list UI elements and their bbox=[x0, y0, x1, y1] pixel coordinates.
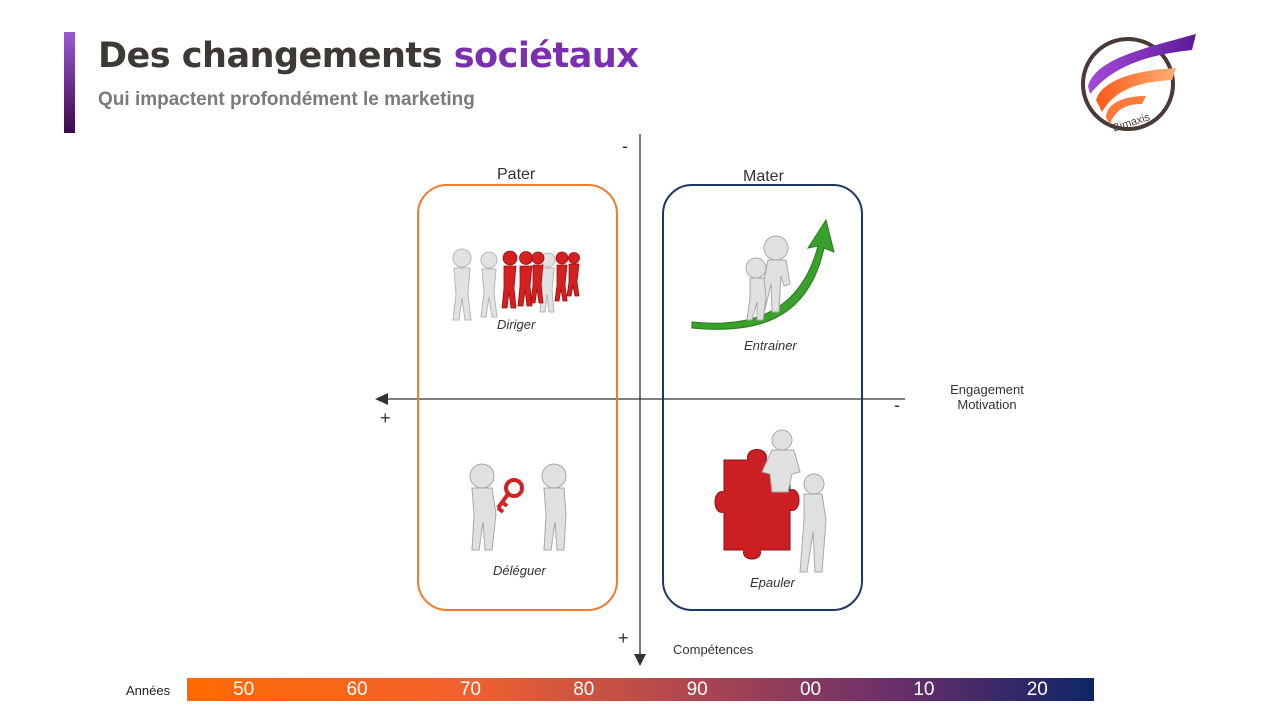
quadrant-label-epauler: Epauler bbox=[750, 575, 795, 590]
pater-title: Pater bbox=[497, 166, 535, 184]
key-handover-icon bbox=[458, 460, 576, 556]
vertical-axis-arrowhead bbox=[634, 654, 646, 666]
timeline-year: 20 bbox=[981, 678, 1094, 701]
timeline-year: 70 bbox=[414, 678, 527, 701]
horizontal-axis-label: Engagement Motivation bbox=[940, 382, 1034, 412]
climbing-arrow-icon bbox=[690, 218, 838, 332]
timeline-year: 80 bbox=[527, 678, 640, 701]
timeline-label: Années bbox=[126, 683, 170, 698]
horizontal-axis-label-line2: Motivation bbox=[940, 397, 1034, 412]
horizontal-left-sign: + bbox=[380, 408, 391, 429]
vertical-bottom-sign: + bbox=[618, 628, 629, 649]
quadrant-label-diriger: Diriger bbox=[497, 317, 535, 332]
timeline-year: 00 bbox=[754, 678, 867, 701]
quadrant-label-entrainer: Entrainer bbox=[744, 338, 797, 353]
horizontal-axis-arrowhead bbox=[375, 393, 388, 405]
timeline-bar: 50 60 70 80 90 00 10 20 bbox=[187, 678, 1094, 701]
horizontal-axis-label-line1: Engagement bbox=[940, 382, 1034, 397]
timeline-year: 10 bbox=[867, 678, 980, 701]
vertical-axis-label: Compétences bbox=[673, 642, 753, 657]
timeline-year: 90 bbox=[641, 678, 754, 701]
mater-title: Mater bbox=[743, 168, 784, 186]
puzzle-help-icon bbox=[694, 428, 836, 578]
horizontal-right-sign: - bbox=[894, 395, 900, 416]
people-line-icon bbox=[444, 244, 586, 324]
timeline-year: 60 bbox=[300, 678, 413, 701]
quadrant-label-deleguer: Déléguer bbox=[493, 563, 546, 578]
timeline-year: 50 bbox=[187, 678, 300, 701]
vertical-top-sign: - bbox=[622, 136, 628, 157]
